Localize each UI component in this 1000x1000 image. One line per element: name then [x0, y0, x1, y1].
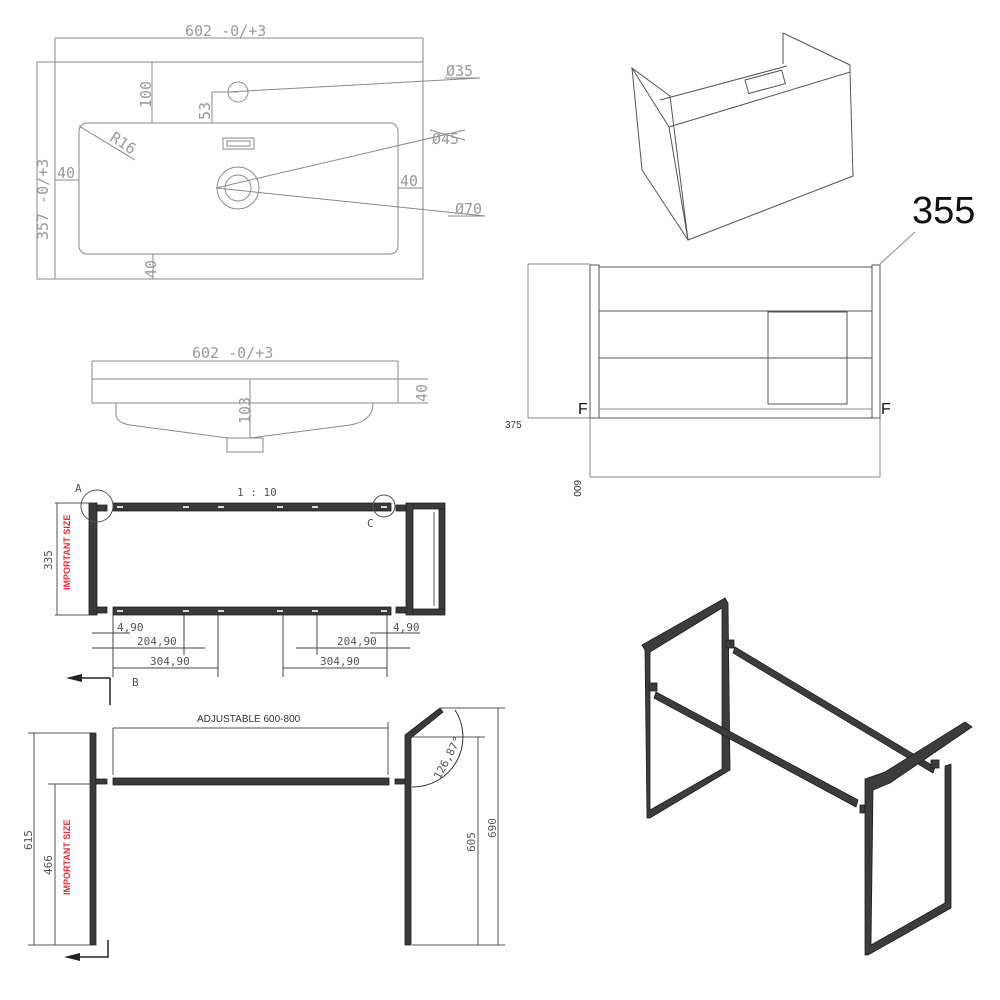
dim-right-204-90: 204,90 — [337, 635, 377, 648]
dim-right-4-90: 4,90 — [393, 621, 420, 634]
basin-side-view: 602 -0/+3 40 103 — [91, 344, 431, 453]
angle-label: 126,87° — [431, 734, 464, 781]
frame-isometric — [641, 597, 973, 956]
right-inner-label: 605 — [465, 832, 478, 852]
drain-outer-label: Ø70 — [455, 200, 482, 218]
tap-center-label: 53 — [196, 102, 214, 120]
important-size-label-2: IMPORTANT SIZE — [62, 820, 72, 895]
corner-radius-label: R16 — [107, 128, 140, 158]
right-margin-label: 40 — [400, 172, 418, 190]
tap-offset-label: 100 — [137, 81, 155, 108]
cabinet-width-label: 600 — [571, 480, 582, 497]
basin-top-view: 602 -0/+3 357 -0/+3 100 53 R16 40 40 40 … — [34, 22, 486, 280]
frame-depth-label: 335 — [42, 550, 55, 570]
left-total-label: 615 — [22, 830, 35, 850]
basin-depth-label: 357 -0/+3 — [34, 159, 52, 240]
tap-hole-label: Ø35 — [446, 62, 473, 80]
cabinet-callout-label: 355 — [912, 190, 975, 232]
adjustable-label: ADJUSTABLE 600-800 — [197, 714, 301, 725]
dim-left-304-90: 304,90 — [150, 655, 190, 668]
cabinet-height-label: 375 — [505, 420, 522, 431]
dim-left-4-90: 4,90 — [117, 621, 144, 634]
frame-front-view: ADJUSTABLE 600-800 615 466 IMPORTANT SIZ… — [22, 707, 505, 961]
cabinet-right-marker: F — [881, 401, 891, 418]
basin-width-label: 602 -0/+3 — [185, 22, 266, 40]
dim-left-204-90: 204,90 — [137, 635, 177, 648]
bottom-margin-label: 40 — [142, 260, 160, 278]
dim-right-304-90: 304,90 — [320, 655, 360, 668]
left-margin-label: 40 — [57, 164, 75, 182]
drain-inner-label: Ø45 — [432, 130, 459, 148]
detail-a-label: A — [75, 482, 82, 495]
frame-top-view: 1 : 10 A C B 335 IMPORTANT SIZE 4,90 204… — [42, 482, 446, 705]
side-depth-label: 103 — [236, 397, 254, 424]
detail-b-label: B — [132, 676, 139, 689]
side-width-label: 602 -0/+3 — [192, 344, 273, 362]
right-total-label: 690 — [486, 818, 499, 838]
detail-c-label: C — [367, 517, 374, 530]
cabinet-front-view: 355 375 600 F F — [505, 190, 975, 497]
side-thickness-label: 40 — [413, 384, 431, 402]
scale-label: 1 : 10 — [237, 486, 277, 499]
left-rail-label: 466 — [42, 855, 55, 875]
cabinet-isometric — [631, 32, 854, 241]
important-size-label: IMPORTANT SIZE — [62, 515, 72, 590]
cabinet-left-marker: F — [578, 401, 588, 418]
